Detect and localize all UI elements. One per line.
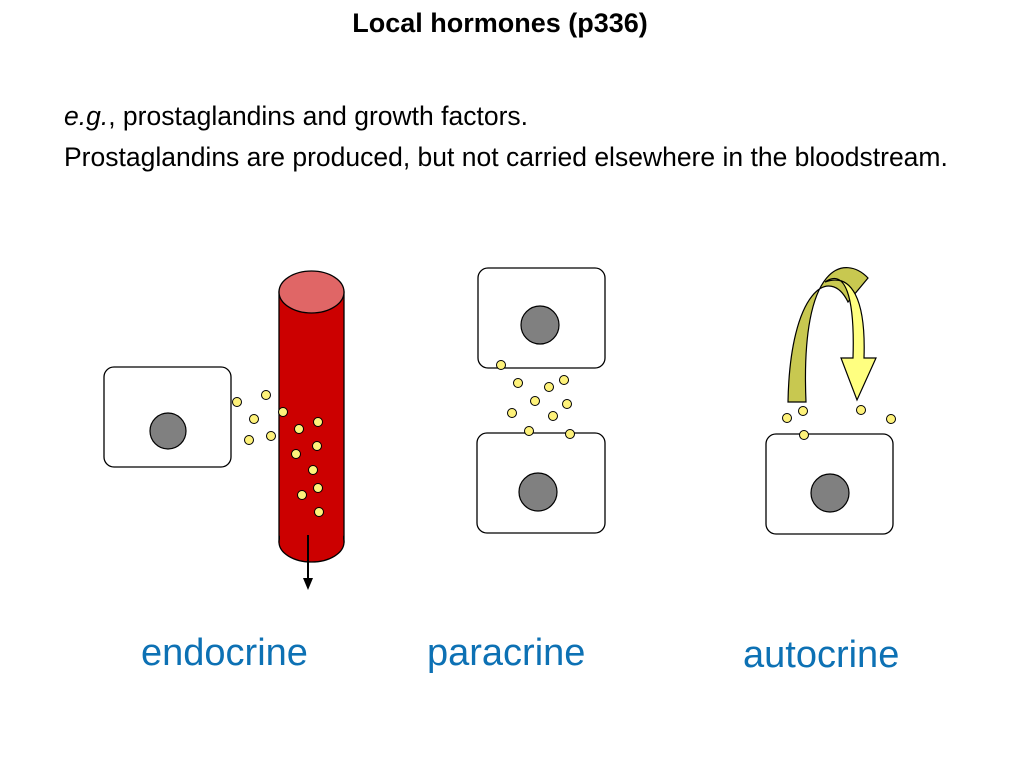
eg-italic: e.g. bbox=[64, 101, 109, 131]
blood-vessel bbox=[278, 270, 345, 563]
paracrine-nucleus-top bbox=[520, 305, 560, 345]
autocrine-cell bbox=[765, 433, 894, 535]
body-line-1: e.g., prostaglandins and growth factors. bbox=[64, 96, 964, 137]
slide-title: Local hormones (p336) bbox=[352, 8, 648, 38]
vessel-top bbox=[278, 270, 345, 314]
paracrine-cell-bottom bbox=[476, 432, 606, 534]
label-paracrine: paracrine bbox=[427, 632, 586, 674]
label-autocrine: autocrine bbox=[743, 634, 900, 676]
endocrine-hormones bbox=[232, 390, 324, 517]
body-line-1-rest: , prostaglandins and growth factors. bbox=[108, 101, 529, 131]
endocrine-cell bbox=[103, 366, 232, 468]
autocrine-nucleus bbox=[810, 473, 850, 513]
paracrine-hormones bbox=[496, 360, 575, 439]
autocrine-arrow bbox=[787, 267, 877, 403]
label-endocrine: endocrine bbox=[141, 632, 308, 674]
slide-body: e.g., prostaglandins and growth factors.… bbox=[64, 96, 964, 178]
paracrine-nucleus-bottom bbox=[518, 472, 558, 512]
body-line-2: Prostaglandins are produced, but not car… bbox=[64, 142, 948, 172]
paracrine-cell-top bbox=[477, 267, 606, 369]
endocrine-nucleus bbox=[149, 412, 187, 450]
flow-arrow bbox=[303, 535, 313, 590]
autocrine-hormones bbox=[782, 405, 896, 440]
